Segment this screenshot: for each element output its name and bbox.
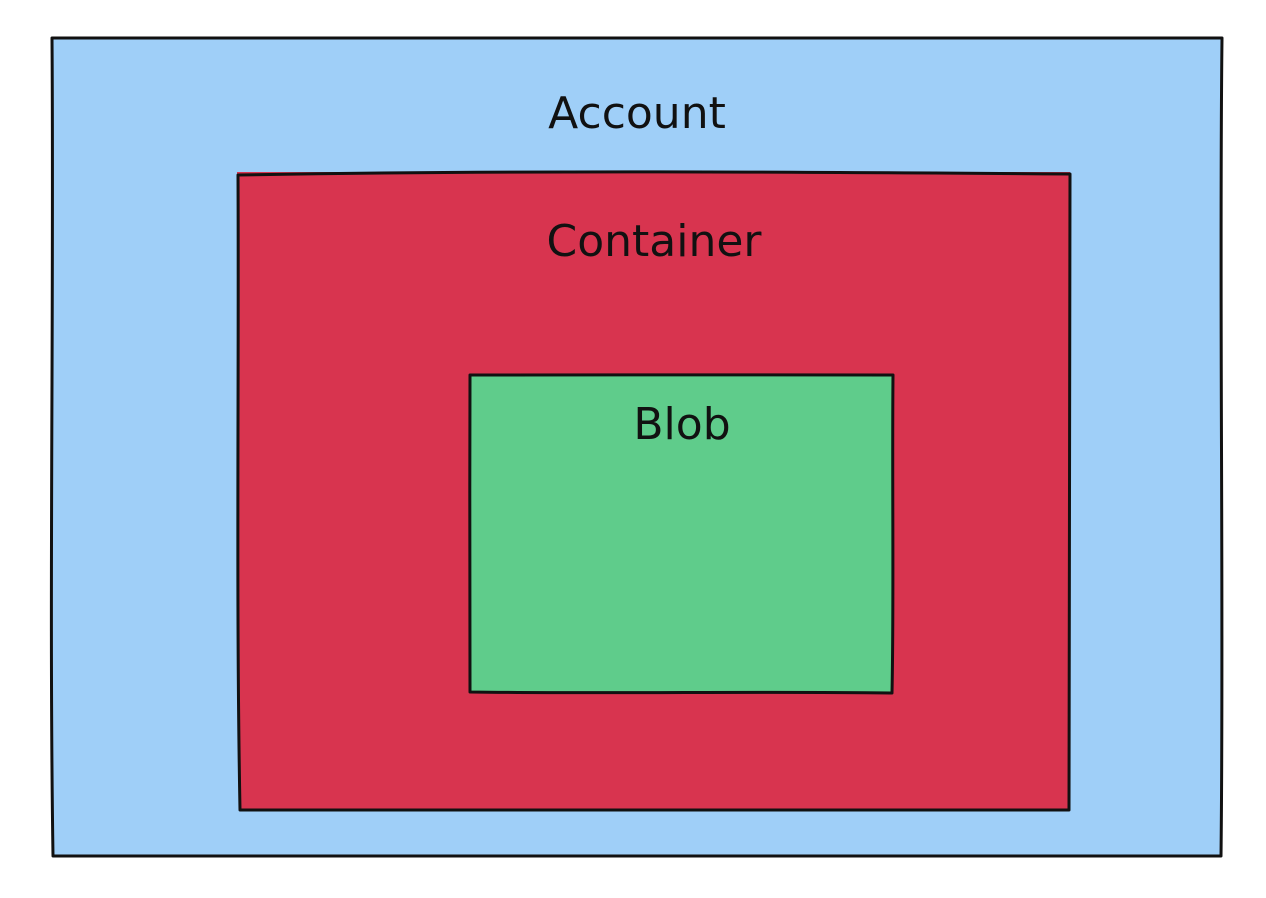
- blob-box-border: [468, 373, 895, 695]
- account-label: Account: [548, 88, 726, 139]
- container-box-border: [236, 170, 1072, 813]
- container-label: Container: [546, 216, 762, 267]
- blob-label: Blob: [633, 399, 730, 450]
- blob-box-fill: [470, 375, 893, 693]
- blob-box: Blob: [468, 373, 895, 695]
- account-box-border: [49, 35, 1224, 859]
